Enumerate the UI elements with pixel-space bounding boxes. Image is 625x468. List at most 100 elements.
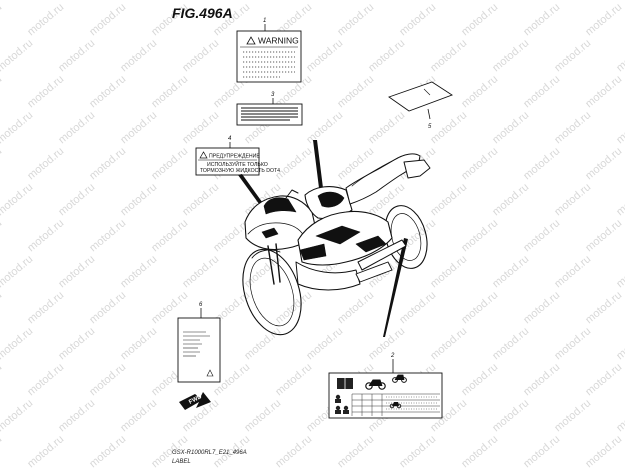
label-4-line-2: ТОРМОЗНУЮ ЖИДКОСТЬ DOT4: [200, 168, 280, 174]
label-1-text-lines: [243, 51, 295, 78]
watermark-text: motod.ru: [614, 253, 625, 290]
watermark-text: motod.ru: [552, 37, 593, 74]
watermark-text: motod.ru: [490, 0, 531, 2]
footer-section: LABEL: [172, 459, 191, 465]
watermark-text: motod.ru: [459, 73, 500, 110]
watermark-text: motod.ru: [459, 145, 500, 182]
callout-1: 1: [263, 18, 266, 24]
watermark-text: motod.ru: [521, 217, 562, 254]
watermark-text: motod.ru: [25, 289, 66, 326]
watermark-text: motod.ru: [0, 109, 35, 146]
watermark-text: motod.ru: [56, 325, 97, 362]
watermark-text: motod.ru: [397, 1, 438, 38]
label-5-mark: [423, 88, 431, 96]
watermark-text: motod.ru: [0, 361, 4, 398]
watermark-text: motod.ru: [552, 397, 593, 434]
watermark-text: motod.ru: [0, 433, 4, 468]
label-5[interactable]: 5: [388, 81, 453, 130]
watermark-text: motod.ru: [583, 433, 624, 468]
watermark-text: motod.ru: [304, 325, 345, 362]
label-2-info-table[interactable]: 2: [328, 353, 443, 419]
label-6-frame: [177, 317, 221, 383]
label-5-sheet: [388, 81, 453, 112]
watermark-text: motod.ru: [552, 253, 593, 290]
watermark-text: motod.ru: [459, 217, 500, 254]
watermark-text: motod.ru: [459, 289, 500, 326]
watermark-text: motod.ru: [552, 0, 593, 2]
watermark-text: motod.ru: [428, 181, 469, 218]
watermark-text: motod.ru: [25, 1, 66, 38]
watermark-text: motod.ru: [118, 253, 159, 290]
callout-6: 6: [199, 302, 203, 308]
watermark-text: motod.ru: [490, 181, 531, 218]
watermark-text: motod.ru: [87, 145, 128, 182]
watermark-text: motod.ru: [118, 397, 159, 434]
watermark-text: motod.ru: [459, 361, 500, 398]
watermark-text: motod.ru: [149, 217, 190, 254]
label-6-text-lines: [183, 331, 210, 357]
watermark-text: motod.ru: [0, 73, 4, 110]
motorcycle-icon: [365, 379, 386, 390]
watermark-text: motod.ru: [118, 0, 159, 2]
forward-arrow-icon: [179, 392, 211, 410]
watermark-text: motod.ru: [56, 37, 97, 74]
watermark-text: motod.ru: [273, 361, 314, 398]
leader-line-5: [427, 108, 431, 120]
label-1-header: WARNING: [258, 36, 299, 46]
watermark-text: motod.ru: [87, 1, 128, 38]
watermark-text: motod.ru: [521, 361, 562, 398]
callout-2: 2: [390, 353, 395, 359]
watermark-text: motod.ru: [614, 109, 625, 146]
label-3[interactable]: 3: [236, 92, 303, 126]
label-1-warning[interactable]: 1 WARNING: [236, 18, 302, 83]
watermark-text: motod.ru: [459, 433, 500, 468]
watermark-text: motod.ru: [428, 0, 469, 2]
watermark-text: motod.ru: [428, 253, 469, 290]
watermark-text: motod.ru: [397, 433, 438, 468]
watermark-text: motod.ru: [242, 325, 283, 362]
watermark-text: motod.ru: [0, 397, 35, 434]
watermark-text: motod.ru: [583, 217, 624, 254]
watermark-text: motod.ru: [180, 181, 221, 218]
watermark-text: motod.ru: [149, 145, 190, 182]
watermark-text: motod.ru: [0, 253, 35, 290]
watermark-text: motod.ru: [273, 145, 314, 182]
label-4-line-1: ИСПОЛЬЗУЙТЕ ТОЛЬКО: [207, 160, 268, 168]
watermark-text: motod.ru: [583, 73, 624, 110]
watermark-text: motod.ru: [25, 433, 66, 468]
watermark-text: motod.ru: [180, 0, 221, 2]
watermark-text: motod.ru: [521, 433, 562, 468]
motorcycle-icon: [392, 374, 407, 383]
watermark-text: motod.ru: [0, 325, 35, 362]
label-4-frame: [195, 147, 260, 176]
warning-triangle-icon: [206, 369, 214, 377]
watermark-text: motod.ru: [335, 289, 376, 326]
label-6[interactable]: 6: [177, 302, 221, 383]
watermark-text: motod.ru: [25, 217, 66, 254]
watermark-text: motod.ru: [118, 325, 159, 362]
watermark-text: motod.ru: [180, 37, 221, 74]
watermark-text: motod.ru: [552, 181, 593, 218]
footer-model-line: GSX-R1000RL7_E21_496A: [172, 450, 247, 456]
watermark-text: motod.ru: [56, 397, 97, 434]
watermark-text: motod.ru: [459, 1, 500, 38]
watermark-text: motod.ru: [149, 73, 190, 110]
watermark-text: motod.ru: [366, 37, 407, 74]
watermark-text: motod.ru: [87, 433, 128, 468]
label-4-russian-warning[interactable]: 4 ПРЕДУПРЕЖДЕНИЕ ИСПОЛЬЗУЙТЕ ТОЛЬКО ТОРМ…: [195, 136, 280, 176]
watermark-text: motod.ru: [25, 361, 66, 398]
watermark-text: motod.ru: [0, 181, 35, 218]
watermark-text: motod.ru: [242, 397, 283, 434]
watermark-text: motod.ru: [521, 289, 562, 326]
watermark-text: motod.ru: [428, 37, 469, 74]
watermark-text: motod.ru: [614, 397, 625, 434]
watermark-text: motod.ru: [118, 37, 159, 74]
watermark-text: motod.ru: [0, 217, 4, 254]
watermark-text: motod.ru: [583, 1, 624, 38]
leader-wedge-label-3: [313, 140, 323, 188]
watermark-text: motod.ru: [614, 325, 625, 362]
watermark-text: motod.ru: [25, 145, 66, 182]
watermark-text: motod.ru: [87, 73, 128, 110]
